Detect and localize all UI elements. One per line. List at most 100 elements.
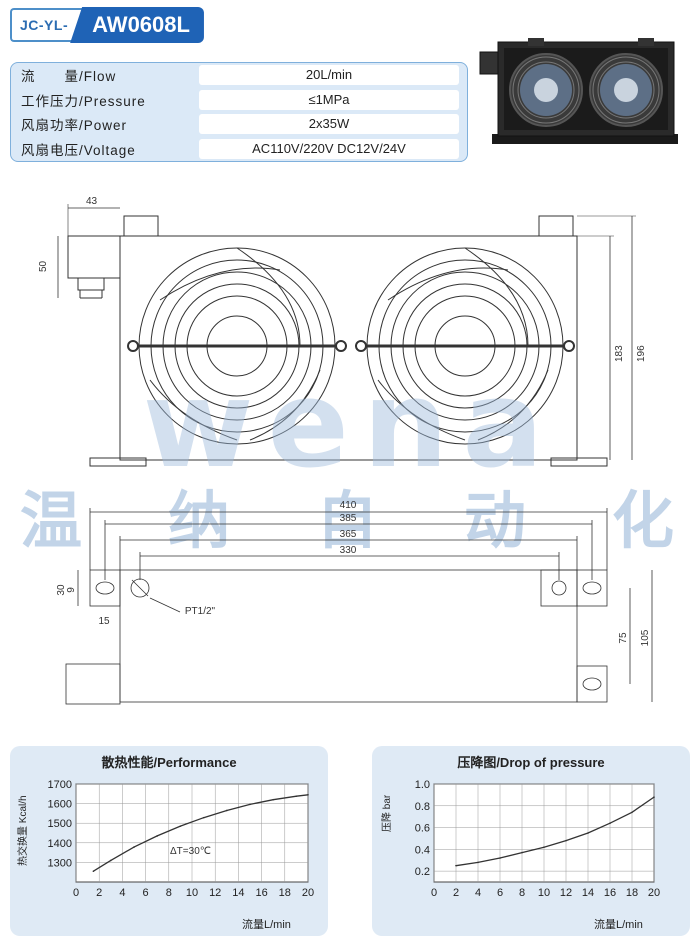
y-tick-label: 1700 bbox=[48, 779, 72, 791]
watermark-chinese: 温 纳 自 动 化 bbox=[20, 470, 680, 560]
data-point bbox=[226, 809, 228, 812]
model-number: AW0608L bbox=[70, 7, 204, 43]
data-point bbox=[455, 864, 457, 867]
top-view-drawing: 410 385 365 330 30 9 15 PT1/2" 75 105 bbox=[56, 500, 653, 705]
spec-label: 流 量/Flow bbox=[21, 69, 117, 85]
performance-chart-panel: 散热性能/Performance 0 2 4 6 8 10 12 14 16 18 20 1300 14… bbox=[10, 746, 328, 936]
data-point bbox=[543, 846, 545, 848]
chart-xlabel: 流量L/min bbox=[594, 919, 643, 931]
x-tick-label: 20 bbox=[302, 887, 314, 899]
x-tick-label: 12 bbox=[560, 887, 572, 899]
watermark-char: 动 bbox=[463, 484, 532, 557]
x-tick-label: 6 bbox=[143, 887, 149, 899]
y-tick-label: 0.4 bbox=[415, 844, 430, 856]
x-tick-label: 18 bbox=[279, 887, 291, 899]
x-tick-label: 4 bbox=[119, 887, 125, 899]
x-tick-label: 8 bbox=[166, 887, 172, 899]
spec-value: AC110V/220V DC12V/24V bbox=[199, 138, 459, 159]
dim-330: 330 bbox=[340, 545, 357, 556]
port-size: PT1/2" bbox=[185, 606, 216, 617]
watermark-char: 温 bbox=[20, 484, 89, 557]
data-point bbox=[202, 816, 205, 819]
spec-row-pressure: 工作压力/Pressure ≤1MPa bbox=[11, 88, 467, 113]
data-point bbox=[477, 861, 479, 864]
watermark-char: 纳 bbox=[167, 484, 236, 557]
drawing-fan-right bbox=[355, 247, 575, 445]
x-tick-label: 12 bbox=[209, 887, 221, 899]
x-tick-label: 2 bbox=[96, 887, 102, 899]
y-tick-label: 0.8 bbox=[415, 801, 430, 813]
spec-value: 2x35W bbox=[199, 114, 459, 135]
spec-row-voltage: 风扇电压/Voltage AC110V/220V DC12V/24V bbox=[11, 137, 467, 162]
data-point bbox=[156, 835, 158, 837]
dim-196: 196 bbox=[636, 345, 647, 362]
y-tick-label: 1.0 bbox=[415, 779, 430, 791]
y-tick-label: 1400 bbox=[48, 838, 72, 850]
x-tick-label: 14 bbox=[232, 887, 244, 899]
data-point bbox=[110, 859, 112, 862]
spec-table: 流 量/Flow 20L/min 工作压力/Pressure ≤1MPa 风扇功… bbox=[10, 62, 468, 162]
chart-ylabel: 热交换量 Kcal/h bbox=[18, 795, 29, 866]
spec-row-flow: 流 量/Flow 20L/min bbox=[11, 63, 467, 88]
photo-fan-right bbox=[589, 53, 663, 127]
x-tick-label: 14 bbox=[582, 887, 594, 899]
data-point bbox=[92, 870, 95, 873]
dim-9: 9 bbox=[66, 587, 77, 593]
y-tick-label: 1300 bbox=[48, 857, 72, 869]
model-header: JC-YL- AW0608L bbox=[10, 6, 204, 44]
dim-50: 50 bbox=[38, 260, 49, 272]
x-tick-label: 4 bbox=[475, 887, 481, 899]
data-point bbox=[565, 839, 567, 842]
product-photo bbox=[479, 38, 678, 144]
dim-30: 30 bbox=[56, 584, 67, 596]
dim-15: 15 bbox=[98, 616, 110, 627]
series-line bbox=[455, 796, 655, 867]
data-point bbox=[587, 832, 589, 834]
data-point bbox=[179, 825, 182, 827]
dim-105: 105 bbox=[640, 629, 651, 646]
x-tick-label: 18 bbox=[626, 887, 638, 899]
data-point bbox=[295, 795, 298, 797]
y-tick-label: 0.6 bbox=[415, 823, 430, 835]
chart-annotation: ΔT=30℃ bbox=[170, 846, 211, 857]
spec-value: 20L/min bbox=[199, 65, 459, 86]
spec-label: 风扇功率/Power bbox=[21, 118, 128, 134]
dim-385: 385 bbox=[340, 513, 357, 524]
spec-row-power: 风扇功率/Power 2x35W bbox=[11, 112, 467, 137]
x-tick-label: 8 bbox=[519, 887, 525, 899]
spec-value: ≤1MPa bbox=[199, 89, 459, 110]
x-tick-label: 0 bbox=[73, 887, 79, 899]
watermark-char: 化 bbox=[611, 484, 680, 557]
x-tick-label: 10 bbox=[538, 887, 550, 899]
x-tick-label: 16 bbox=[255, 887, 267, 899]
chart-title: 压降图/Drop of pressure bbox=[457, 755, 605, 770]
data-point bbox=[249, 803, 251, 806]
data-point bbox=[272, 798, 275, 801]
photo-fan-left bbox=[509, 53, 583, 127]
x-tick-label: 10 bbox=[186, 887, 198, 899]
x-tick-label: 2 bbox=[453, 887, 459, 899]
data-point bbox=[609, 822, 611, 824]
data-point bbox=[307, 793, 309, 796]
dim-43: 43 bbox=[86, 196, 98, 207]
chart-ylabel: 压降 bar bbox=[382, 794, 393, 832]
dim-410: 410 bbox=[340, 500, 357, 511]
x-tick-label: 16 bbox=[604, 887, 616, 899]
dim-75: 75 bbox=[618, 632, 629, 644]
spec-label: 工作压力/Pressure bbox=[21, 93, 146, 109]
y-tick-label: 1500 bbox=[48, 818, 72, 830]
x-tick-label: 6 bbox=[497, 887, 503, 899]
y-tick-label: 1600 bbox=[48, 799, 72, 811]
x-tick-label: 20 bbox=[648, 887, 660, 899]
drawing-fan-left bbox=[127, 247, 347, 445]
front-view-drawing: 43 50 183 196 bbox=[38, 196, 647, 467]
y-tick-label: 0.2 bbox=[415, 866, 430, 878]
data-point bbox=[133, 846, 135, 848]
chart-title: 散热性能/Performance bbox=[101, 755, 237, 770]
watermark-char: 自 bbox=[315, 484, 384, 557]
chart-xlabel: 流量L/min bbox=[242, 919, 291, 931]
dim-183: 183 bbox=[614, 345, 625, 362]
data-point bbox=[521, 851, 523, 854]
data-point bbox=[653, 796, 655, 798]
